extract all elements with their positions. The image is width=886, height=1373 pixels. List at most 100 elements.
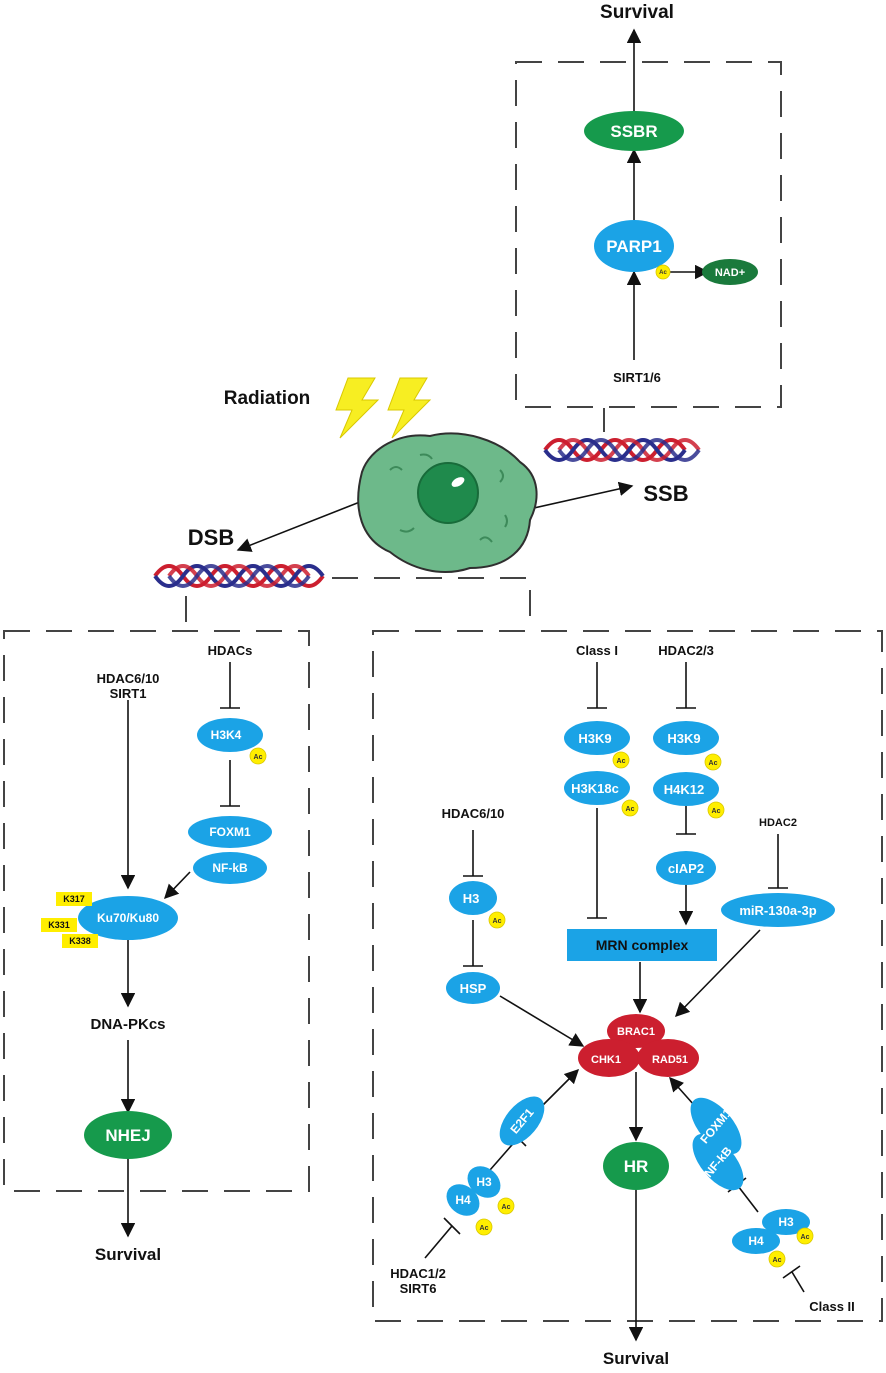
h4k12-node: [653, 772, 719, 806]
connector-dashed-dsb: [185, 577, 531, 631]
dnapkcs-label: DNA-PKcs: [90, 1016, 165, 1033]
ac-text: Ac: [493, 918, 502, 925]
hr-node: [603, 1142, 669, 1190]
h4-br-node: [732, 1228, 780, 1254]
brac1-label: BRAC1: [617, 1026, 655, 1038]
inhibit-h3-nfkb: [737, 1185, 759, 1213]
ac-badge-h3-bl: [497, 1197, 515, 1215]
ac-text: Ac: [709, 760, 718, 767]
survival-bottom-label: Survival: [603, 1349, 669, 1368]
foxm1-left-label: FOXM1: [209, 825, 251, 839]
e2f1-node: [499, 1096, 545, 1146]
hdac12-label: HDAC1/2: [390, 1266, 446, 1281]
nhej-node: [84, 1111, 172, 1159]
ac-badge-h3k9-b: [704, 753, 722, 771]
hr-pathway-box: [372, 630, 883, 1322]
ac-badge-parp1: [655, 264, 671, 280]
mrn-label: MRN complex: [596, 937, 689, 953]
sirt16-label: SIRT1/6: [613, 370, 661, 385]
foxm1-left-node: [188, 816, 272, 848]
ac-text: Ac: [773, 1257, 782, 1264]
ac-badge-h3k4: [249, 747, 267, 765]
ac-badge-h4-bl: [475, 1218, 493, 1236]
h3k4-label: H3K4: [211, 728, 242, 742]
h3-bl-label: H3: [476, 1175, 492, 1189]
hdac610-b-label: HDAC6/10: [442, 806, 505, 821]
mir-node: [721, 893, 835, 927]
h3-mid-label: H3: [463, 891, 480, 906]
class2-label: Class II: [809, 1299, 855, 1314]
k338-tag: [62, 934, 98, 948]
h4-bl-label: H4: [455, 1193, 471, 1207]
hsp-node: [446, 972, 500, 1004]
ac-text: Ac: [712, 808, 721, 815]
h3k9-a-label: H3K9: [578, 731, 611, 746]
ac-text: Ac: [626, 806, 635, 813]
chk1-label: CHK1: [591, 1054, 621, 1066]
ac-badge-h3-br: [796, 1227, 814, 1245]
nhej-pathway-box: [3, 630, 310, 1192]
brac1-node: [607, 1014, 665, 1048]
survival-top-label: Survival: [600, 2, 674, 23]
hr-label: HR: [624, 1157, 649, 1176]
ac-text: Ac: [254, 754, 263, 761]
hdac610-a-label: HDAC6/10: [97, 671, 160, 686]
h3k18c-label: H3K18c: [571, 781, 619, 796]
foxm1-right-node: [690, 1097, 742, 1155]
sirt1-label: SIRT1: [110, 686, 147, 701]
ssbr-label: SSBR: [610, 122, 657, 141]
ac-text: Ac: [480, 1225, 489, 1232]
ac-text: Ac: [659, 270, 667, 276]
inhibit-hdac12-h4: [424, 1225, 453, 1259]
ac-text: Ac: [617, 758, 626, 765]
ac-badge-h3k9-a: [612, 751, 630, 769]
ssbr-node: [584, 111, 684, 151]
h3k18c-node: [564, 771, 630, 805]
ac-badge-h3k18c: [621, 799, 639, 817]
dna-helix-ssb: [543, 438, 701, 462]
ciap2-label: cIAP2: [668, 861, 704, 876]
k317-label: K317: [63, 894, 85, 904]
arrow-cell-ssb: [524, 481, 634, 511]
nhej-label: NHEJ: [105, 1126, 150, 1145]
arrow-e2f1-chk1: [539, 1068, 580, 1109]
hdac2-label: HDAC2: [759, 817, 797, 829]
rad51-label: RAD51: [652, 1054, 688, 1066]
nucleus-icon: [417, 462, 479, 524]
mir-label: miR-130a-3p: [739, 903, 816, 918]
h3-bl-node: [467, 1166, 501, 1198]
arrow-hsp-chk1: [499, 995, 585, 1047]
parp1-label: PARP1: [606, 237, 661, 256]
chk1-node: [578, 1039, 640, 1077]
h3k9-b-node: [653, 721, 719, 755]
ac-badge-h3-mid: [488, 911, 506, 929]
ciap2-node: [656, 851, 716, 885]
ku-label: Ku70/Ku80: [97, 911, 159, 925]
h3k4-node: [197, 718, 263, 752]
k331-tag: [41, 918, 77, 932]
h3-br-label: H3: [778, 1215, 794, 1229]
h4-bl-node: [446, 1184, 480, 1216]
ac-badge-h4-br: [768, 1250, 786, 1268]
h3k9-b-label: H3K9: [667, 731, 700, 746]
survival-left-label: Survival: [95, 1245, 161, 1264]
mrn-node: [567, 929, 717, 961]
h3-br-node: [762, 1209, 810, 1235]
k338-label: K338: [69, 936, 91, 946]
dsb-label: DSB: [188, 525, 234, 550]
ssb-pathway-box: [515, 61, 782, 408]
arrow-nfkb-ku: [164, 871, 191, 900]
nfkb-left-label: NF-kB: [212, 861, 248, 875]
radiation-label: Radiation: [224, 388, 311, 409]
k317-tag: [56, 892, 92, 906]
hsp-label: HSP: [460, 981, 487, 996]
ac-text: Ac: [502, 1204, 511, 1211]
ssb-label: SSB: [643, 481, 688, 506]
arrow-mir-brac1: [674, 929, 761, 1018]
inhibit-class2-h4: [791, 1271, 805, 1293]
ac-text: Ac: [801, 1234, 810, 1241]
nad-label: NAD+: [715, 267, 745, 279]
k331-label: K331: [48, 920, 70, 930]
lightning-icon: [335, 377, 432, 439]
